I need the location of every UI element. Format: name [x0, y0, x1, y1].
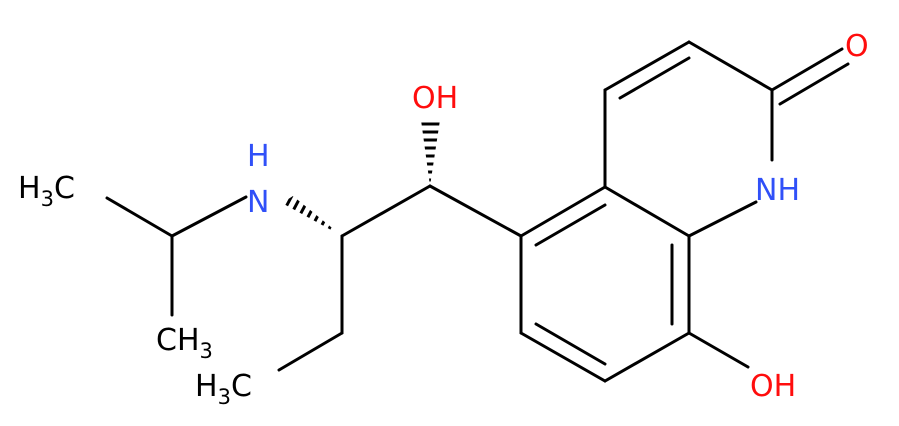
bond-c7-c8 — [603, 331, 691, 383]
hashed-wedge-oh — [421, 122, 440, 182]
atom-label-ch3-lower: CH3 — [156, 323, 213, 363]
atom-label-oh-top: OH — [412, 81, 458, 116]
atom-label-ch3-upper-left: H3C — [18, 171, 75, 211]
bond-c4a-c5-inner — [534, 203, 607, 247]
atom-label-oh-bottom: OH — [750, 369, 796, 404]
bond-c6-c7 — [519, 331, 607, 383]
bond-layer — [105, 40, 850, 383]
atom-label-h-amine: H — [247, 139, 270, 174]
atom-label-nh-ring: NH — [755, 173, 800, 208]
bond-c8a-c4a — [603, 185, 691, 238]
bond-c4a-c5 — [519, 185, 607, 238]
bond-c8-oh — [687, 331, 750, 369]
bond-ch-ch3-upper — [105, 196, 174, 238]
bond-calpha-cbeta — [340, 184, 432, 238]
atom-label-n-amine: N — [247, 185, 269, 220]
atom-label-layer: OH O NH H N OH H3C CH3 H3C — [18, 29, 869, 409]
hashed-wedge-nh — [282, 196, 339, 236]
bond-c6-c7-inner — [534, 322, 607, 366]
bond-n1-c8a — [687, 200, 758, 238]
bond-n-ch — [170, 195, 248, 238]
bond-c2-o-b — [778, 62, 850, 106]
bond-c4-c3 — [603, 40, 691, 92]
bond-c3-c2 — [687, 40, 774, 92]
bond-c2-o-a — [770, 47, 844, 92]
atom-label-o-carbonyl: O — [845, 29, 869, 64]
bond-ch2-ch3 — [277, 331, 344, 372]
bond-c5-calpha — [428, 184, 523, 238]
bond-c4-c3-inner — [618, 56, 691, 100]
atom-label-ch3-ethyl: H3C — [195, 369, 252, 409]
